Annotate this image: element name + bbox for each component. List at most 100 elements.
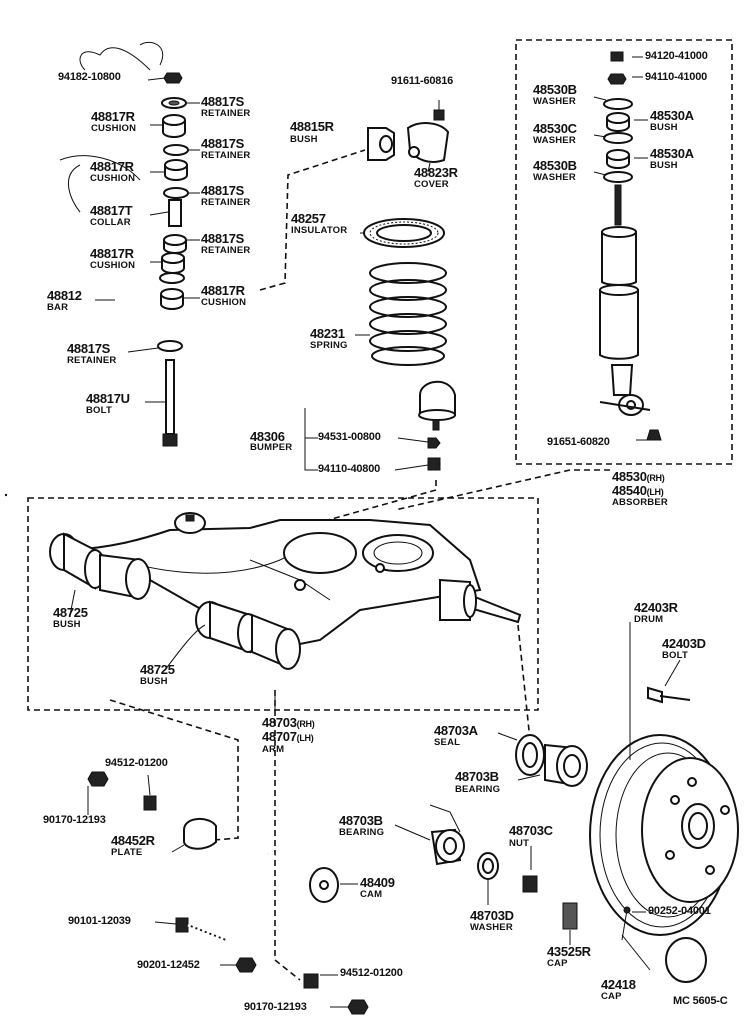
- part-number-48812: 48812: [47, 288, 82, 303]
- part-number-42403D: 42403D: [662, 636, 706, 651]
- brake-drum-group: [589, 622, 739, 983]
- part-name-insulator: INSULATOR: [291, 225, 348, 236]
- part-name-washer: WASHER: [533, 172, 576, 183]
- part-name-bumper: BUMPER: [250, 442, 293, 453]
- part-name-bearing: BEARING: [455, 784, 501, 795]
- part-number-48725: 48725: [53, 605, 88, 620]
- part-number-48725: 48725: [140, 662, 175, 677]
- part-number-48817S: 48817S: [201, 183, 245, 198]
- stabilizer-bar-group: [59, 41, 213, 447]
- part-name-retainer: RETAINER: [67, 355, 117, 366]
- part-number-48530B: 48530B: [533, 82, 577, 97]
- part-number-48703B: 48703B: [455, 769, 499, 784]
- part-number-48452R: 48452R: [111, 833, 155, 848]
- part-number-48817T: 48817T: [90, 203, 133, 218]
- part-number-48817S: 48817S: [201, 94, 245, 109]
- fastener-group: [87, 771, 369, 1015]
- part-name-bush: BUSH: [290, 134, 318, 145]
- part-number-94120-41000: 94120-41000: [645, 50, 708, 62]
- part-name-retainer: RETAINER: [201, 150, 251, 161]
- part-number-48817R: 48817R: [90, 246, 134, 261]
- part-number-48817R: 48817R: [90, 159, 134, 174]
- coil-spring: [369, 262, 447, 366]
- part-number-48703A: 48703A: [434, 723, 478, 738]
- part-name-washer: WASHER: [533, 96, 576, 107]
- part-number-48703B: 48703B: [339, 813, 383, 828]
- part-name-spring: SPRING: [310, 340, 348, 351]
- part-name-cap: CAP: [547, 958, 568, 969]
- part-number-48817R: 48817R: [91, 109, 135, 124]
- part-number-43525R: 43525R: [547, 944, 591, 959]
- part-number-48530B: 48530B: [533, 158, 577, 173]
- part-number-48707: 48707(LH): [262, 729, 314, 744]
- part-number-48530A: 48530A: [650, 108, 694, 123]
- part-name-plate: PLATE: [111, 847, 143, 858]
- part-name-bar: BAR: [47, 302, 69, 313]
- part-name-bush: BUSH: [650, 160, 678, 171]
- part-number-91611-60816: 91611-60816: [391, 75, 454, 87]
- part-number-94110-40800: 94110-40800: [318, 463, 381, 475]
- part-number-48306: 48306: [250, 429, 285, 444]
- part-name-drum: DRUM: [634, 614, 664, 625]
- part-name-retainer: RETAINER: [201, 197, 251, 208]
- part-name-bush: BUSH: [650, 122, 678, 133]
- part-number-48257: 48257: [291, 211, 326, 226]
- trailing-arm-group: [49, 512, 522, 712]
- part-number-90101-12039: 90101-12039: [68, 915, 131, 927]
- part-number-48703: 48703(RH): [262, 715, 315, 730]
- part-number-48530C: 48530C: [533, 121, 577, 136]
- part-number-90170-12193: 90170-12193: [43, 814, 106, 826]
- part-number-94531-00800: 94531-00800: [318, 431, 381, 443]
- shock-absorber-group: [593, 51, 662, 441]
- part-number-94512-01200: 94512-01200: [105, 757, 168, 769]
- part-number-48530: 48530(RH): [612, 469, 665, 484]
- part-number-48817S: 48817S: [201, 231, 245, 246]
- part-number-90170-12193: 90170-12193: [244, 1001, 307, 1013]
- part-name-collar: COLLAR: [90, 217, 131, 228]
- part-number-90252-04001: 90252-04001: [648, 905, 711, 917]
- part-name-bush: BUSH: [53, 619, 81, 630]
- part-name-washer: WASHER: [470, 922, 513, 933]
- part-number-48231: 48231: [310, 326, 345, 341]
- part-name-retainer: RETAINER: [201, 108, 251, 119]
- part-name-washer: WASHER: [533, 135, 576, 146]
- part-name-cam: CAM: [360, 889, 383, 900]
- part-number-48817S: 48817S: [201, 136, 245, 151]
- part-name-absorber: ABSORBER: [612, 497, 668, 508]
- part-number-48815R: 48815R: [290, 119, 334, 134]
- bush-cover-group: [367, 100, 450, 173]
- part-name-nut: NUT: [509, 838, 530, 849]
- part-name-cushion: CUSHION: [91, 123, 137, 134]
- part-number-48703D: 48703D: [470, 908, 514, 923]
- part-number-48409: 48409: [360, 875, 395, 890]
- part-name-bearing: BEARING: [339, 827, 385, 838]
- part-name-cover: COVER: [414, 179, 449, 190]
- part-name-seal: SEAL: [434, 737, 461, 748]
- part-name-cushion: CUSHION: [201, 297, 247, 308]
- part-name-cushion: CUSHION: [90, 260, 136, 271]
- part-number-42403R: 42403R: [634, 600, 678, 615]
- spring-group: [304, 218, 456, 471]
- part-number-48530A: 48530A: [650, 146, 694, 161]
- part-number-90201-12452: 90201-12452: [137, 959, 200, 971]
- part-number-94182-10800: 94182-10800: [58, 71, 121, 83]
- part-number-48817U: 48817U: [86, 391, 130, 406]
- part-number-48823R: 48823R: [414, 165, 458, 180]
- part-name-arm: ARM: [262, 744, 285, 755]
- part-name-cap: CAP: [601, 991, 622, 1002]
- part-number-42418: 42418: [601, 977, 636, 992]
- part-number-48817R: 48817R: [201, 283, 245, 298]
- part-number-48817S: 48817S: [67, 341, 111, 356]
- part-name-retainer: RETAINER: [201, 245, 251, 256]
- part-number-91651-60820: 91651-60820: [547, 436, 610, 448]
- hub-bearing-group: [394, 732, 588, 945]
- catalog-code: MC 5605-C: [673, 995, 728, 1007]
- part-name-bolt: BOLT: [86, 405, 112, 416]
- part-name-bush: BUSH: [140, 676, 168, 687]
- part-number-48703C: 48703C: [509, 823, 553, 838]
- part-number-94512-01200: 94512-01200: [340, 967, 403, 979]
- part-name-bolt: BOLT: [662, 650, 688, 661]
- part-name-cushion: CUSHION: [90, 173, 136, 184]
- part-number-48540: 48540(LH): [612, 483, 664, 498]
